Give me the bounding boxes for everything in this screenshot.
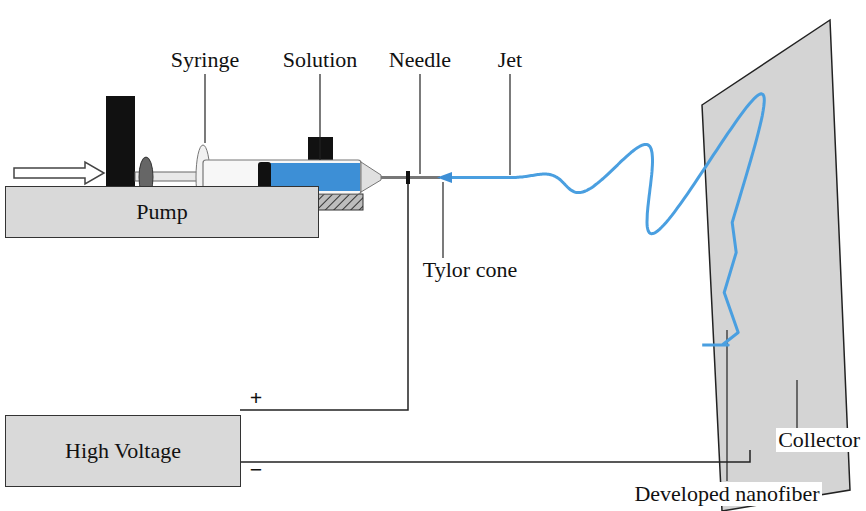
needle xyxy=(381,176,440,179)
leader-line xyxy=(442,182,443,258)
push-arrow xyxy=(14,162,104,184)
leader-line xyxy=(204,74,205,143)
pump-box: Pump xyxy=(5,186,319,238)
polarity-sign: − xyxy=(248,458,265,482)
part-label: Collector xyxy=(776,428,862,452)
needle-clamp xyxy=(406,171,410,184)
polarity-sign: + xyxy=(248,386,265,410)
leader-line xyxy=(509,74,510,175)
part-label: Needle xyxy=(387,48,453,72)
syringe-tip xyxy=(361,162,381,192)
box-label: Pump xyxy=(136,199,187,225)
part-label: Syringe xyxy=(169,48,241,72)
pump-post xyxy=(106,96,135,186)
part-label: Developed nanofiber xyxy=(632,482,821,506)
part-label: Jet xyxy=(496,48,524,72)
negative-wire xyxy=(240,450,750,462)
leader-line xyxy=(726,330,727,481)
leader-line xyxy=(319,74,320,160)
leader-line xyxy=(419,74,420,174)
box-label: High Voltage xyxy=(65,438,181,464)
taylor-cone xyxy=(437,172,452,183)
jet-spiral xyxy=(452,94,764,345)
part-label: Solution xyxy=(281,48,360,72)
high-voltage-box: High Voltage xyxy=(5,415,241,487)
part-label: Tylor cone xyxy=(421,258,519,282)
